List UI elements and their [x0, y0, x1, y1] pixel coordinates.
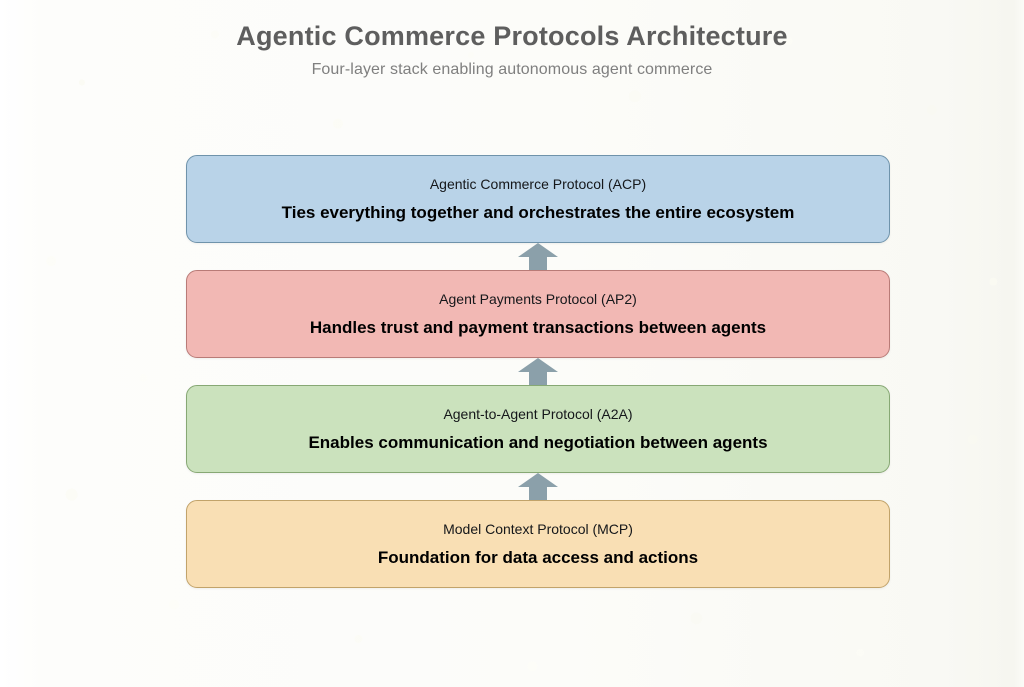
- layer-name-mcp: Model Context Protocol (MCP): [443, 520, 633, 537]
- page-title: Agentic Commerce Protocols Architecture: [236, 21, 788, 51]
- connector-gap-mcp-to-a2a: [186, 473, 890, 500]
- layer-row-a2a: Agent-to-Agent Protocol (A2A) Enables co…: [186, 385, 890, 473]
- protocol-stack: Agentic Commerce Protocol (ACP) Ties eve…: [186, 155, 890, 588]
- layer-row-mcp: Model Context Protocol (MCP) Foundation …: [186, 500, 890, 588]
- layer-box-acp[interactable]: Agentic Commerce Protocol (ACP) Ties eve…: [186, 155, 890, 243]
- layer-box-ap2[interactable]: Agent Payments Protocol (AP2) Handles tr…: [186, 270, 890, 358]
- layer-box-mcp[interactable]: Model Context Protocol (MCP) Foundation …: [186, 500, 890, 588]
- arrow-up-icon: [518, 473, 558, 500]
- layer-description-acp: Ties everything together and orchestrate…: [281, 202, 795, 222]
- layer-description-a2a: Enables communication and negotiation be…: [308, 432, 768, 452]
- connector-gap-ap2-to-acp: [186, 243, 890, 270]
- layer-description-mcp: Foundation for data access and actions: [377, 547, 699, 567]
- layer-row-acp: Agentic Commerce Protocol (ACP) Ties eve…: [186, 155, 890, 243]
- arrow-up-icon: [518, 243, 558, 270]
- page-subtitle: Four-layer stack enabling autonomous age…: [311, 61, 713, 78]
- connector-gap-a2a-to-ap2: [186, 358, 890, 385]
- arrow-up-icon: [518, 358, 558, 385]
- layer-box-a2a[interactable]: Agent-to-Agent Protocol (A2A) Enables co…: [186, 385, 890, 473]
- layer-description-ap2: Handles trust and payment transactions b…: [309, 317, 767, 337]
- layer-row-ap2: Agent Payments Protocol (AP2) Handles tr…: [186, 270, 890, 358]
- layer-name-a2a: Agent-to-Agent Protocol (A2A): [443, 405, 633, 422]
- header: Agentic Commerce Protocols Architecture …: [0, 0, 1024, 80]
- layer-name-acp: Agentic Commerce Protocol (ACP): [429, 175, 647, 192]
- layer-name-ap2: Agent Payments Protocol (AP2): [439, 290, 637, 307]
